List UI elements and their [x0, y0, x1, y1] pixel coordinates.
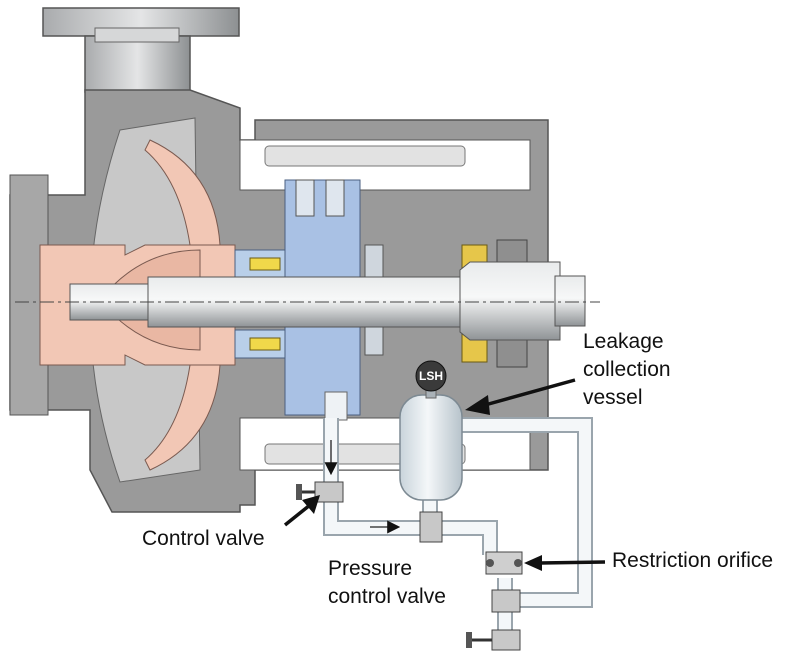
piping — [323, 417, 593, 640]
drain-valve — [466, 589, 521, 651]
control-valve-label: Control valve — [142, 527, 265, 550]
pressure-label-line1: Pressure — [328, 557, 412, 580]
leakage-collection-vessel — [399, 387, 463, 501]
restriction-orifice-arrow — [539, 560, 606, 565]
discharge-flange — [42, 7, 240, 93]
restriction-orifice — [485, 551, 523, 575]
restriction-orifice-label: Restriction orifice — [612, 549, 773, 572]
leakage-label-line1: Leakage — [583, 330, 664, 353]
pressure-label-line2: control valve — [328, 585, 446, 608]
lsh-label: LSH — [419, 369, 443, 383]
leakage-label-line2: collection — [583, 358, 671, 381]
shaft — [15, 261, 600, 341]
callout-labels: Leakage collection vessel Control valve … — [142, 330, 773, 608]
leakage-vessel-arrow — [484, 378, 576, 407]
control-valve-arrow — [283, 503, 312, 527]
control-valve — [296, 481, 344, 503]
level-switch-high: LSH — [415, 360, 447, 392]
leakage-label-line3: vessel — [583, 386, 643, 409]
pressure-control-valve — [419, 511, 443, 543]
callout-arrows — [283, 378, 606, 571]
